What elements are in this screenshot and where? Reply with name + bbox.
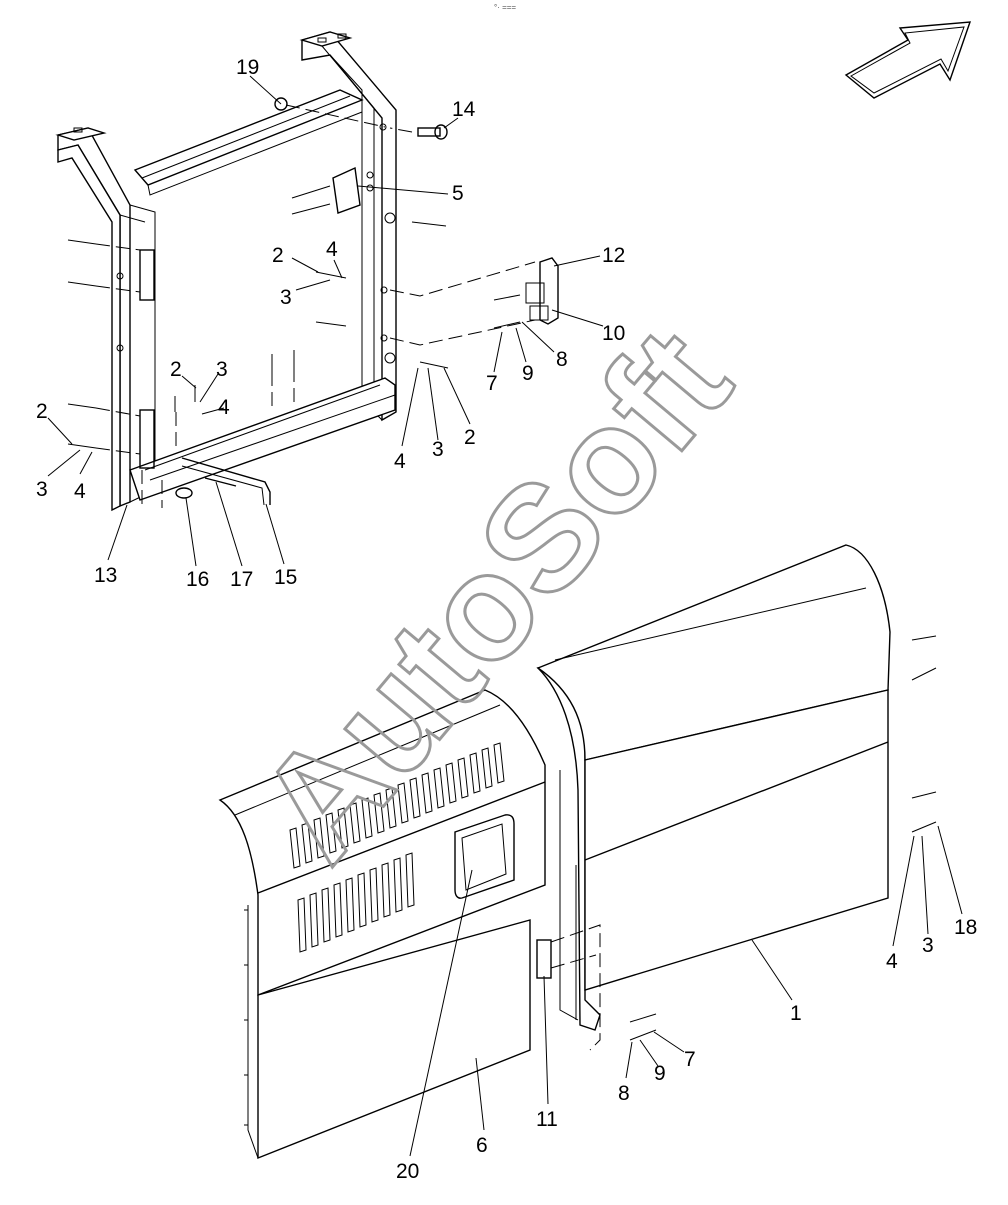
callout-9: 9 xyxy=(522,362,534,385)
callout-3: 3 xyxy=(922,934,934,957)
bracket-11 xyxy=(536,924,601,1051)
callout-15: 15 xyxy=(274,566,297,589)
callout-9: 9 xyxy=(654,1062,666,1085)
callout-7: 7 xyxy=(684,1048,696,1071)
latch-bracket-12 xyxy=(525,257,559,325)
callout-4: 4 xyxy=(394,450,406,473)
callout-8: 8 xyxy=(618,1082,630,1105)
callout-16: 16 xyxy=(186,568,209,591)
callout-labels: 19 14 5 2 4 3 12 10 8 9 7 2 3 4 2 3 4 2 … xyxy=(36,56,977,1183)
callout-4: 4 xyxy=(218,396,230,419)
callout-2: 2 xyxy=(272,244,284,267)
frame-right-post xyxy=(299,31,397,422)
top-mark: °· === xyxy=(494,3,516,12)
callout-4: 4 xyxy=(74,480,86,503)
frame-left-post xyxy=(55,127,156,512)
label-leaders xyxy=(47,75,963,1157)
bolts xyxy=(67,185,937,1041)
callout-2: 2 xyxy=(170,358,182,381)
callout-8: 8 xyxy=(556,348,568,371)
callout-5: 5 xyxy=(452,182,464,205)
grille-upper xyxy=(289,742,505,869)
callout-3: 3 xyxy=(432,438,444,461)
callout-17: 17 xyxy=(230,568,253,591)
callout-3: 3 xyxy=(216,358,228,381)
callout-10: 10 xyxy=(602,322,625,345)
door-panel-1 xyxy=(536,544,891,1031)
door-panel-6 xyxy=(218,689,546,1160)
callout-2: 2 xyxy=(464,426,476,449)
callout-3: 3 xyxy=(36,478,48,501)
callout-19: 19 xyxy=(236,56,259,79)
callout-20: 20 xyxy=(396,1160,419,1183)
callout-1: 1 xyxy=(790,1002,802,1025)
callout-2: 2 xyxy=(36,400,48,423)
direction-arrow-icon xyxy=(844,21,972,99)
frame-assembly xyxy=(55,31,937,1041)
grille-lower xyxy=(297,852,415,953)
rod-15 xyxy=(181,457,271,505)
callout-11: 11 xyxy=(536,1108,558,1131)
callout-14: 14 xyxy=(452,98,476,121)
callout-13: 13 xyxy=(94,564,117,587)
plate-5 xyxy=(332,166,361,214)
callout-12: 12 xyxy=(602,244,625,267)
hinge-lower xyxy=(139,409,155,469)
hinge-upper xyxy=(139,249,155,301)
callout-18: 18 xyxy=(954,916,977,939)
callout-4: 4 xyxy=(886,950,898,973)
callout-7: 7 xyxy=(486,372,498,395)
pin-14 xyxy=(417,124,448,140)
callout-6: 6 xyxy=(476,1134,488,1157)
frame-top-beam xyxy=(133,89,364,196)
callout-3: 3 xyxy=(280,286,292,309)
callout-4: 4 xyxy=(326,238,338,261)
dashed-leaders xyxy=(95,104,536,508)
